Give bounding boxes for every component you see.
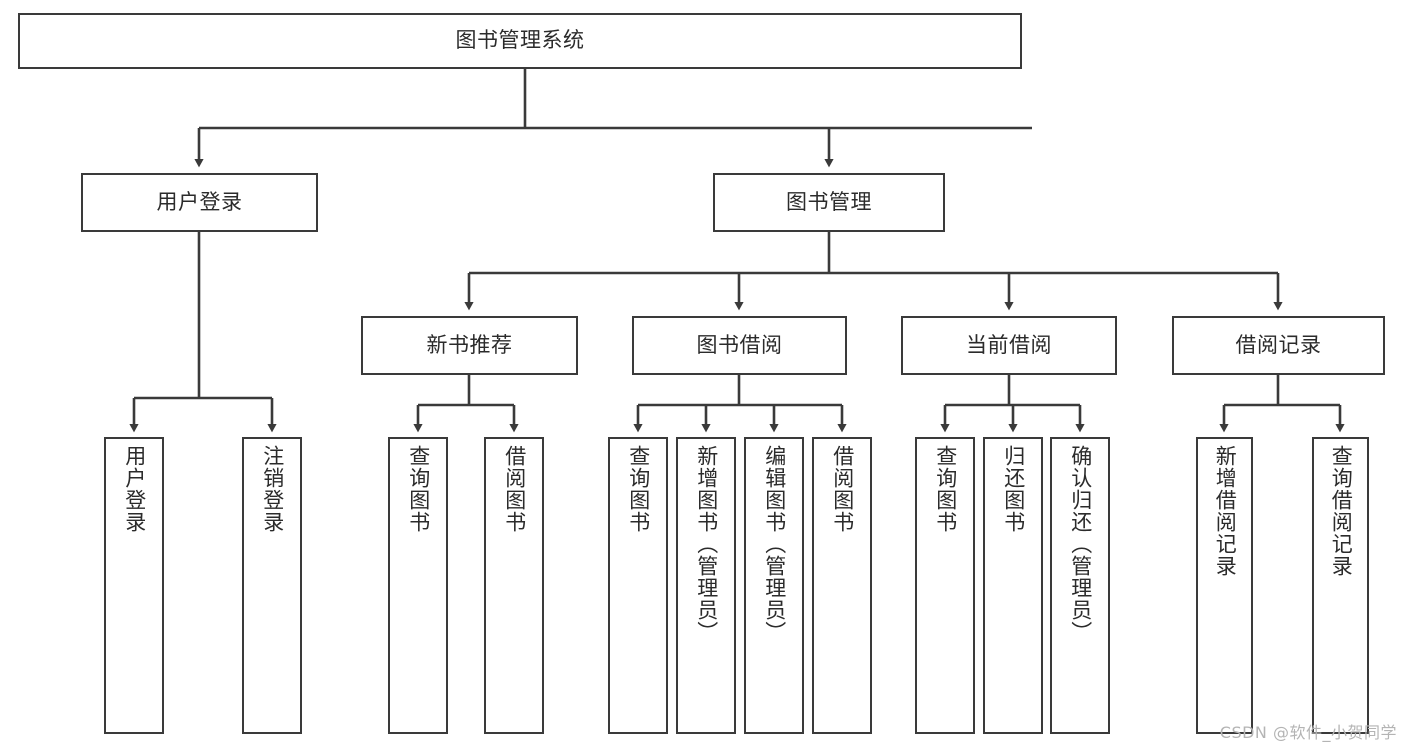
leaf-add-book-admin[interactable]: 新增图书（管理员）	[676, 437, 736, 734]
leaf-query-book-recommend[interactable]: 查询图书	[388, 437, 448, 734]
node-label: 用户登录	[122, 445, 147, 533]
node-book-management[interactable]: 图书管理	[713, 173, 945, 232]
node-label: 借阅图书	[502, 445, 527, 533]
leaf-query-borrow-record[interactable]: 查询借阅记录	[1312, 437, 1369, 734]
csdn-watermark: CSDN @软件_小贺同学	[1219, 723, 1397, 742]
node-label: 图书管理	[786, 189, 872, 214]
node-label: 借阅图书	[830, 445, 855, 533]
leaf-add-borrow-record[interactable]: 新增借阅记录	[1196, 437, 1253, 734]
node-label: 查询借阅记录	[1329, 445, 1354, 577]
node-user-login[interactable]: 用户登录	[81, 173, 318, 232]
node-label: 编辑图书（管理员）	[762, 445, 787, 643]
node-label: 归还图书	[1001, 445, 1026, 533]
node-book-borrow[interactable]: 图书借阅	[632, 316, 847, 375]
leaf-logout-login[interactable]: 注销登录	[242, 437, 302, 734]
leaf-user-login[interactable]: 用户登录	[104, 437, 164, 734]
node-current-borrow[interactable]: 当前借阅	[901, 316, 1117, 375]
node-label: 借阅记录	[1235, 332, 1322, 357]
leaf-query-book-borrow[interactable]: 查询图书	[608, 437, 668, 734]
node-label: 新增借阅记录	[1213, 445, 1238, 577]
leaf-borrow-book-recommend[interactable]: 借阅图书	[484, 437, 544, 734]
leaf-confirm-return-admin[interactable]: 确认归还（管理员）	[1050, 437, 1110, 734]
node-label: 查询图书	[626, 445, 651, 533]
leaf-return-book[interactable]: 归还图书	[983, 437, 1043, 734]
node-label: 新书推荐	[426, 332, 513, 357]
node-label: 注销登录	[260, 445, 285, 533]
node-borrow-record[interactable]: 借阅记录	[1172, 316, 1385, 375]
node-label: 用户登录	[156, 189, 243, 214]
node-new-book-recommend[interactable]: 新书推荐	[361, 316, 578, 375]
node-label: 图书借阅	[696, 332, 783, 357]
node-label: 新增图书（管理员）	[694, 445, 719, 643]
node-label: 查询图书	[406, 445, 431, 533]
leaf-borrow-book[interactable]: 借阅图书	[812, 437, 872, 734]
node-label: 图书管理系统	[455, 28, 585, 53]
node-root-book-management-system[interactable]: 图书管理系统	[18, 13, 1022, 69]
leaf-query-book-current[interactable]: 查询图书	[915, 437, 975, 734]
node-label: 确认归还（管理员）	[1068, 445, 1093, 643]
node-label: 查询图书	[933, 445, 958, 533]
node-label: 当前借阅	[966, 332, 1052, 357]
leaf-edit-book-admin[interactable]: 编辑图书（管理员）	[744, 437, 804, 734]
